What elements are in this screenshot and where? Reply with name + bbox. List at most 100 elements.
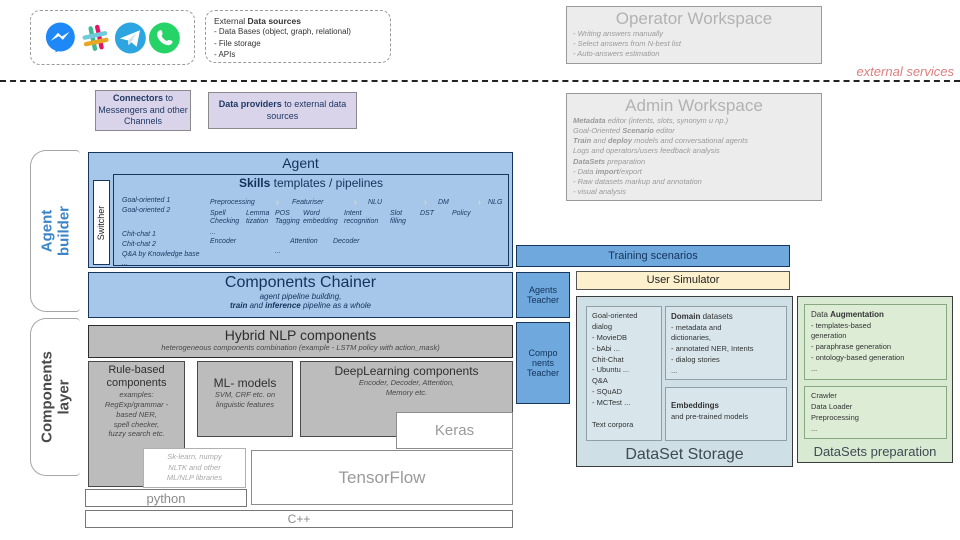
pipeline-substage: Spell Checking	[210, 210, 240, 226]
hybrid-nlp-subtitle: heterogeneous components combination (ex…	[161, 343, 440, 352]
pipeline-stage: NLG	[488, 199, 503, 206]
admin-workspace-line: - Data import/export	[573, 166, 642, 176]
skills-box: Skills templates / pipelines Goal-orient…	[113, 174, 509, 267]
skills-title-text: Skills templates / pipelines	[238, 176, 384, 190]
operator-workspace: Operator Workspace - Writing answers man…	[566, 6, 822, 64]
pipeline-stage: DM	[438, 199, 449, 206]
data-augmentation-title: Data Augmentation	[811, 310, 884, 319]
components-teacher-box: Compo nents Teacher	[516, 322, 570, 404]
agent-builder-label: Agent builder	[38, 205, 72, 257]
admin-workspace-line: - Raw datasets markup and annotation	[573, 176, 702, 186]
components-chainer-sub1: agent pipeline building,	[259, 292, 342, 301]
pipeline-row3: Attention	[290, 238, 318, 245]
operator-workspace-items: - Writing answers manually - Select answ…	[573, 29, 681, 59]
dataset-storage-box: Goal-oriented dialog - MovieDB - bAbi ..…	[576, 296, 793, 467]
components-chainer-title: Components Chainer	[224, 274, 377, 291]
skill-item: Chit-chat 2	[122, 241, 156, 248]
components-layer-label: Components layer	[38, 351, 72, 443]
admin-workspace-line: DataSets preparation	[573, 156, 646, 166]
components-layer-brace: Components layer	[30, 318, 80, 476]
switcher-label: Switcher	[95, 205, 106, 240]
admin-workspace-title: Admin Workspace	[625, 96, 763, 115]
pipeline-substage: POS Tagging	[275, 210, 300, 226]
components-chainer-box: Components Chainer agent pipeline buildi…	[88, 272, 513, 318]
ml-models-title: ML- models	[213, 376, 277, 390]
dataset-storage-label: DataSet Storage	[625, 446, 744, 463]
ml-models-subtitle: SVM, CRF etc. on linguistic features	[214, 390, 276, 409]
messengers-box	[30, 10, 195, 65]
external-services-label: external services	[856, 64, 954, 79]
agent-title: Agent	[282, 155, 319, 171]
external-services-separator	[0, 80, 960, 82]
datasets-preparation-box: Data Augmentation - templates-based gene…	[797, 296, 953, 463]
admin-workspace: Admin Workspace Metadata editor (intents…	[566, 93, 822, 201]
domain-datasets-items: - metadata and dictionaries, - annotated…	[671, 322, 754, 376]
ml-models-box: ML- models SVM, CRF etc. on linguistic f…	[197, 361, 293, 437]
sklearn-box: Sk-learn, numpy NLTK and other ML/NLP li…	[143, 448, 246, 488]
agent-builder-brace: Agent builder	[30, 150, 80, 312]
rule-based-title: Rule-based components	[106, 364, 167, 390]
components-chainer-sub2: train and inference pipeline as a whole	[230, 301, 371, 310]
admin-workspace-line: Train and deploy models and conversation…	[573, 136, 748, 146]
skills-title: Skills templates / pipelines	[114, 176, 508, 190]
deep-learning-title: DeepLearning components	[334, 364, 479, 378]
pipeline-substage: Intent recognition	[344, 210, 379, 226]
crawler-box: Crawler Data Loader Preprocessing ...	[804, 386, 947, 439]
admin-workspace-line: Logs and operators/users feedback analys…	[573, 146, 720, 156]
data-providers-box: Data providers to external data sources	[208, 92, 357, 129]
cpp-box: C++	[85, 510, 513, 528]
pipeline-substage: DST	[420, 210, 434, 217]
admin-workspace-line: Goal-Oriented Scenario editor	[573, 126, 675, 136]
pipeline-row3: Encoder	[210, 238, 237, 245]
pipeline-stage: Preprocessing	[210, 199, 255, 206]
tensorflow-box: TensorFlow	[251, 450, 513, 505]
stage-arrow-icon: ›	[478, 197, 481, 207]
stage-arrow-icon: ›	[424, 197, 427, 207]
keras-box: Keras	[396, 412, 513, 449]
pipeline-substage: Policy	[452, 210, 471, 217]
facebook-messenger-icon	[45, 22, 75, 52]
embeddings-sub: and pre-trained models	[671, 411, 749, 421]
goal-oriented-datasets-box: Goal-oriented dialog - MovieDB - bAbi ..…	[586, 306, 662, 441]
hybrid-nlp-box: Hybrid NLP components heterogeneous comp…	[88, 325, 513, 358]
stage-arrow-icon: ›	[276, 197, 279, 207]
pipeline-ellipsis: ...	[275, 248, 281, 255]
skill-item: ...	[122, 260, 128, 267]
pipeline-substage: Lemma tization	[246, 210, 270, 226]
pipeline-stage: NLU	[368, 199, 383, 206]
user-simulator-box: User Simulator	[576, 271, 790, 290]
data-augmentation-box: Data Augmentation - templates-based gene…	[804, 304, 947, 380]
operator-workspace-title: Operator Workspace	[615, 9, 773, 28]
admin-workspace-line: Metadata editor (intents, slots, synonym…	[573, 116, 729, 125]
deep-learning-subtitle: Encoder, Decoder, Attention, Memory etc.	[358, 378, 455, 397]
switcher-box: Switcher	[93, 180, 110, 265]
rule-based-subtitle: examples: RegExp/grammar - based NER, sp…	[104, 390, 169, 439]
datasets-preparation-label: DataSets preparation	[813, 444, 937, 459]
training-scenarios-box: Training scenarios	[516, 245, 790, 267]
skill-item: Goal-oriented 1	[122, 197, 171, 204]
hybrid-nlp-title: Hybrid NLP components	[224, 327, 377, 343]
pipeline-ellipsis: ...	[210, 229, 216, 236]
stage-arrow-icon: ›	[354, 197, 357, 207]
whatsapp-icon	[149, 22, 181, 53]
pipeline-stage: Featuriser	[292, 199, 324, 206]
connectors-label: Connectors to Messengers and other Chann…	[98, 92, 188, 127]
data-providers-label: Data providers to external data sources	[218, 98, 347, 121]
pipeline-row3: Decoder	[333, 238, 360, 245]
telegram-icon	[114, 22, 146, 53]
skill-item: Chit-chat 1	[122, 231, 156, 238]
domain-datasets-title: Domain datasets	[671, 312, 733, 321]
connectors-box: Connectors to Messengers and other Chann…	[95, 90, 191, 131]
data-augmentation-items: - templates-based generation - paraphras…	[811, 320, 905, 374]
external-data-sources-box: External Data sources - Data Bases (obje…	[205, 10, 391, 63]
embeddings-box: Embeddings and pre-trained models	[665, 387, 787, 441]
pipeline-substage: Slot filling	[390, 210, 406, 226]
external-data-sources-title: External Data sources	[214, 16, 301, 26]
embeddings-title: Embeddings	[671, 401, 720, 410]
pipeline-substage: Word embedding	[303, 210, 338, 226]
agent-box: Agent Switcher Skills templates / pipeli…	[88, 152, 513, 268]
slack-icon	[82, 24, 109, 51]
admin-workspace-line: - visual analysis	[573, 186, 626, 196]
domain-datasets-box: Domain datasets - metadata and dictionar…	[665, 306, 787, 380]
